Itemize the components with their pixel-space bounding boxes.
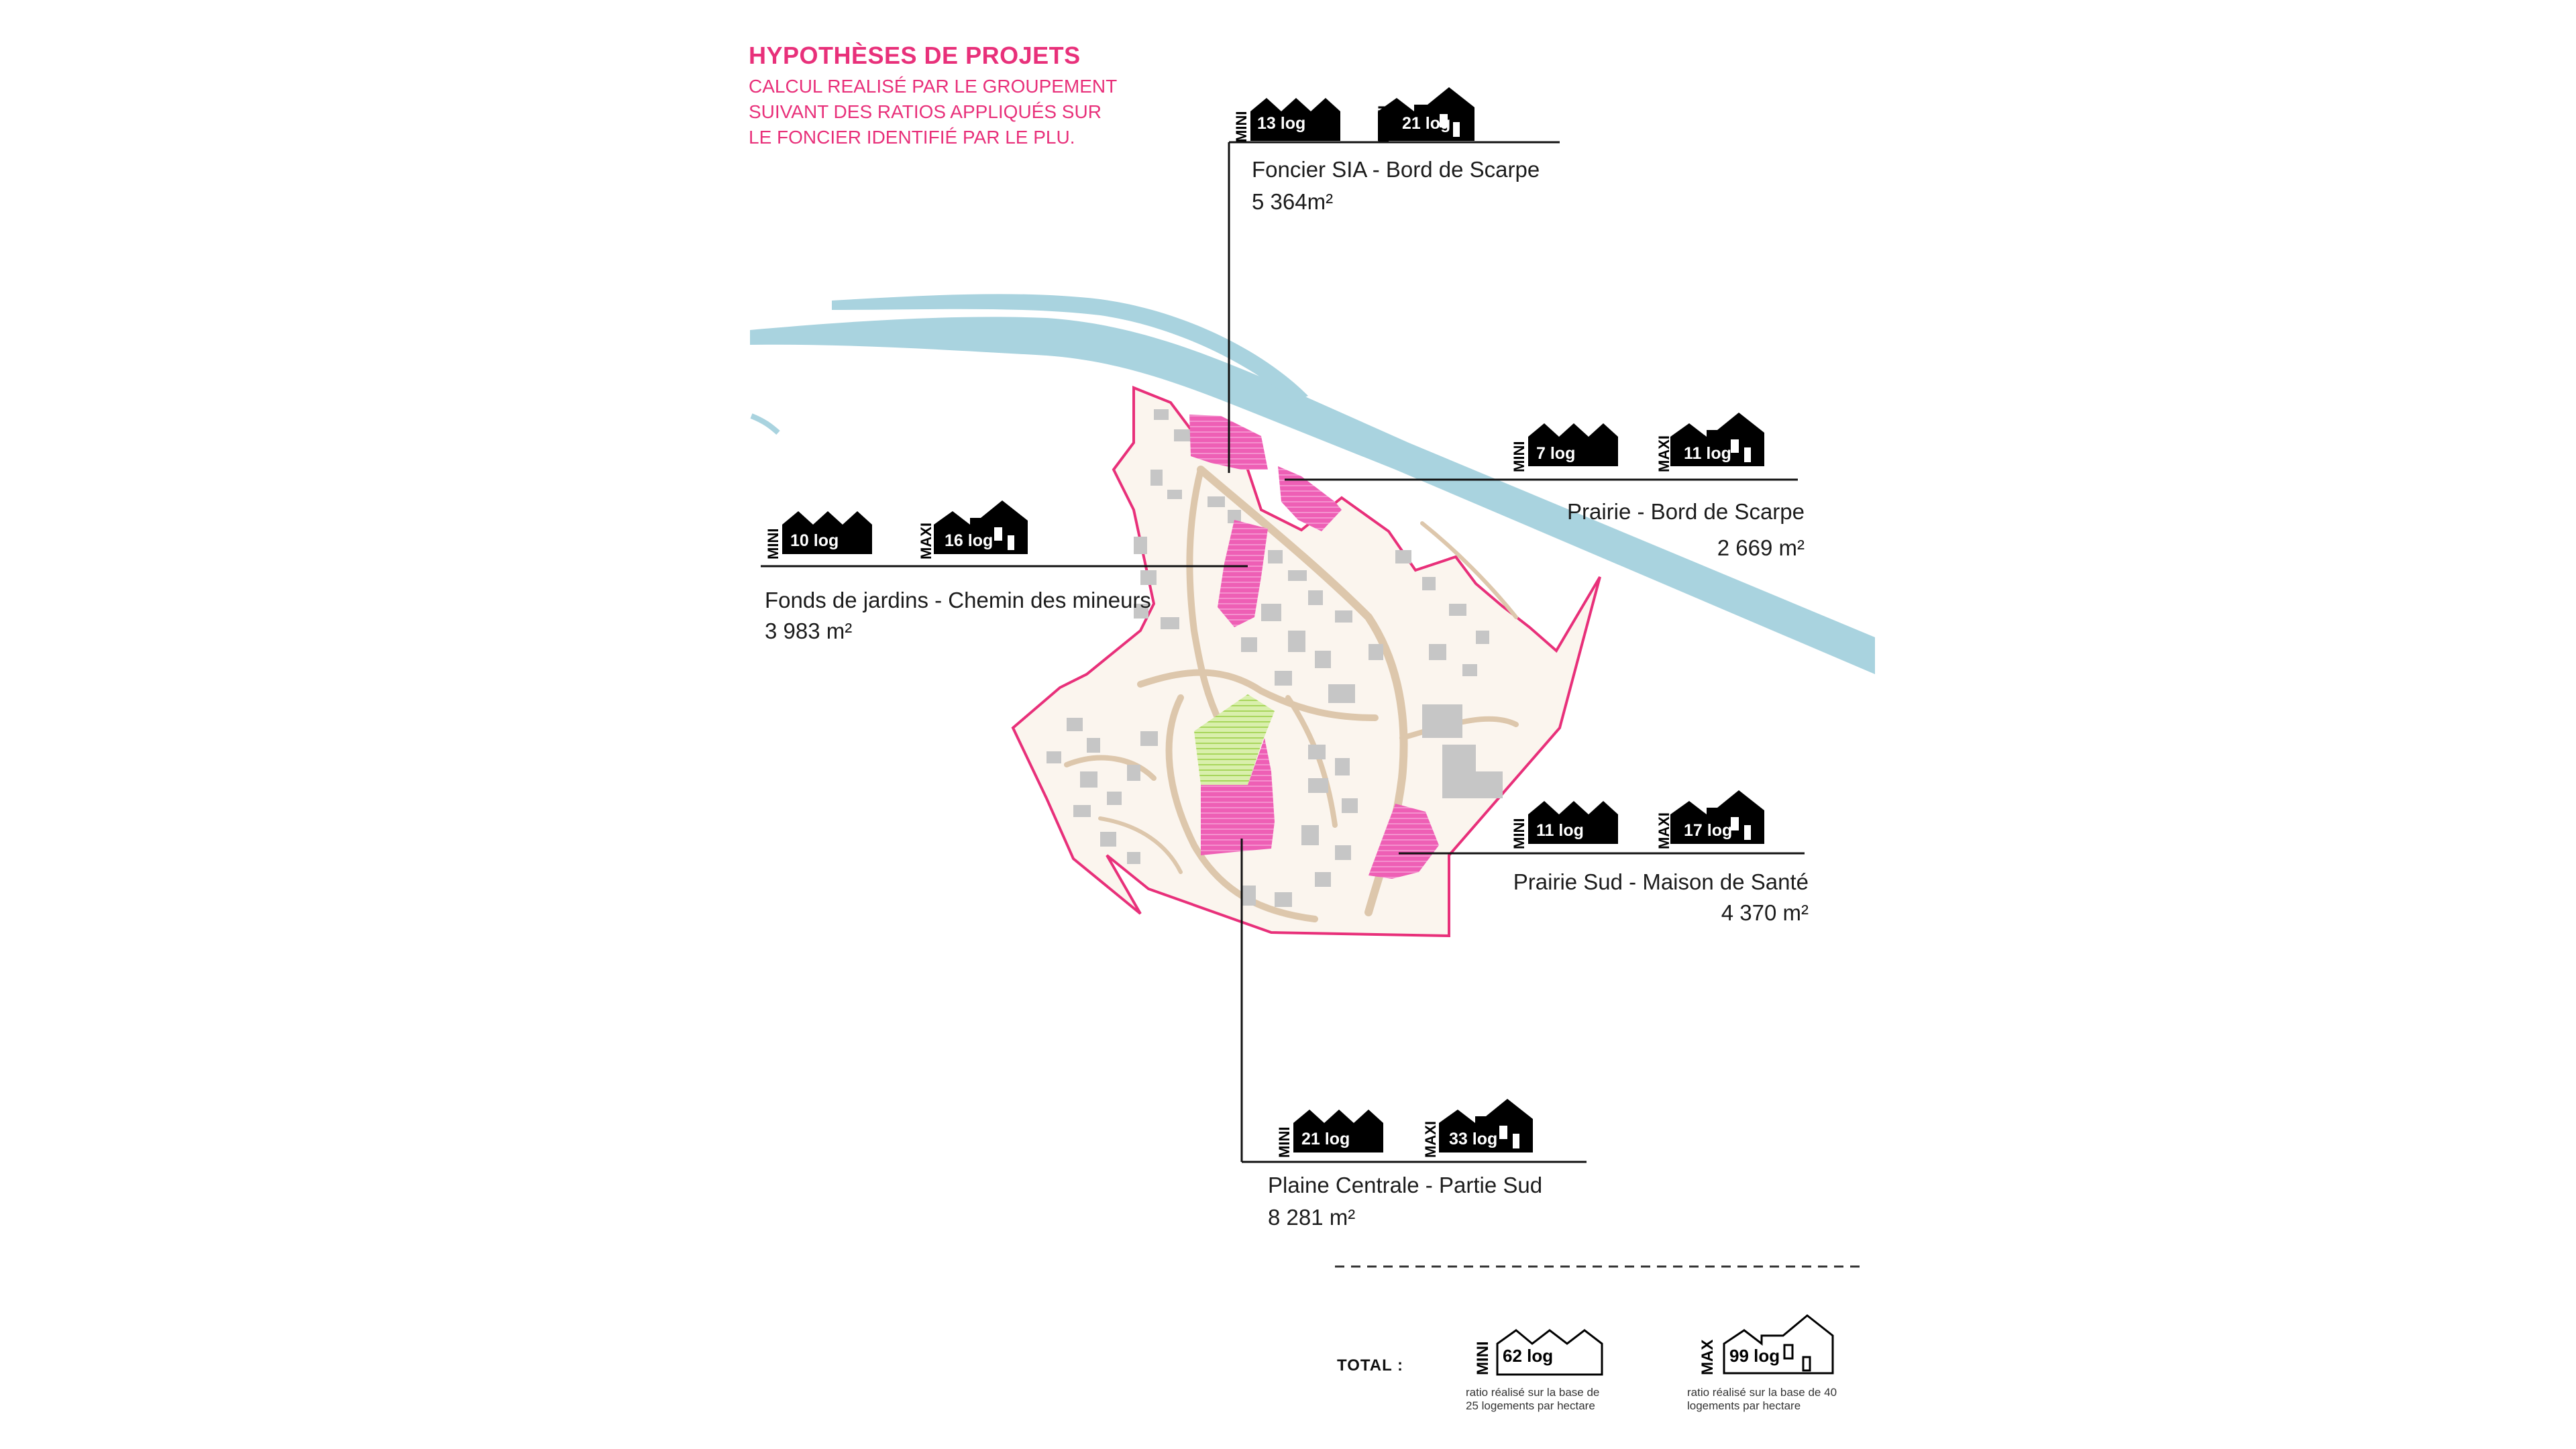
site-name-fonds-jardins: Fonds de jardins - Chemin des mineurs	[765, 588, 1151, 612]
total-mini-count: 62 log	[1503, 1346, 1553, 1366]
subtitle-line: SUIVANT DES RATIOS APPLIQUÉS SUR	[749, 101, 1102, 122]
roads	[1064, 466, 1519, 922]
badge-prairie-sud	[1528, 790, 1764, 844]
housing-badges	[782, 87, 1834, 1376]
maxi-label-fonds-jardins: MAXI	[918, 523, 934, 559]
maxi-count-prairie-sud: 17 log	[1684, 821, 1732, 840]
mini-count-prairie-bord: 7 log	[1536, 444, 1575, 463]
parcel-fonds-jardins	[1218, 520, 1268, 627]
total-maxi-icon	[1723, 1314, 1834, 1375]
badge-plaine-centrale	[1293, 1099, 1533, 1152]
total-maxi-label: MAX	[1699, 1340, 1717, 1375]
site-name-plaine-centrale: Plaine Centrale - Partie Sud	[1268, 1173, 1543, 1197]
site-name-prairie-bord: Prairie - Bord de Scarpe	[1567, 499, 1805, 524]
site-area-prairie-bord: 2 669 m²	[1717, 535, 1805, 560]
badge-foncier-sia	[1250, 87, 1474, 141]
badge-fonds-jardins	[782, 500, 1028, 554]
site-name-prairie-sud: Prairie Sud - Maison de Santé	[1513, 869, 1809, 894]
site-area-foncier-sia: 5 364m²	[1252, 189, 1334, 214]
study-area-boundary	[1011, 386, 1601, 938]
mini-label-prairie-sud: MINI	[1511, 818, 1527, 849]
maxi-count-fonds-jardins: 16 log	[945, 531, 993, 550]
page-subtitle: CALCUL REALISÉ PAR LE GROUPEMENT SUIVANT…	[749, 74, 1218, 150]
maxi-label-prairie-sud: MAXI	[1656, 812, 1672, 849]
total-maxi-note: ratio réalisé sur la base de 40 logement…	[1687, 1386, 1837, 1412]
site-area-plaine-centrale: 8 281 m²	[1268, 1205, 1356, 1230]
maxi-label-prairie-bord: MAXI	[1656, 435, 1672, 472]
parcel-plaine-centrale	[1201, 738, 1275, 855]
parcel-prairie-sud	[1368, 804, 1439, 879]
total-maxi-count: 99 log	[1729, 1346, 1780, 1366]
mini-label-fonds-jardins: MINI	[765, 529, 782, 559]
maxi-count-prairie-bord: 11 log	[1684, 444, 1731, 463]
buildings	[1046, 409, 1503, 907]
mini-count-fonds-jardins: 10 log	[790, 531, 839, 550]
mini-count-foncier-sia: 13 log	[1257, 114, 1305, 133]
total-mini-label: MINI	[1474, 1341, 1492, 1375]
subtitle-line: CALCUL REALISÉ PAR LE GROUPEMENT	[749, 76, 1118, 97]
mini-label-plaine-centrale: MINI	[1276, 1127, 1293, 1158]
subtitle-line: LE FONCIER IDENTIFIÉ PAR LE PLU.	[749, 127, 1075, 148]
project-parcels	[1189, 415, 1439, 879]
leader-lines	[761, 141, 1805, 1163]
river	[750, 294, 1875, 675]
site-area-fonds-jardins: 3 983 m²	[765, 619, 853, 643]
mini-label-prairie-bord: MINI	[1511, 441, 1527, 472]
mini-count-prairie-sud: 11 log	[1536, 821, 1584, 840]
maxi-count-foncier-sia: 21 log	[1402, 114, 1450, 133]
mini-count-plaine-centrale: 21 log	[1301, 1130, 1350, 1148]
total-mini-note: ratio réalisé sur la base de 25 logement…	[1466, 1386, 1600, 1412]
green-space	[1194, 694, 1275, 785]
site-area-prairie-sud: 4 370 m²	[1721, 900, 1809, 925]
maxi-label-foncier-sia: MAXI	[1375, 105, 1392, 142]
total-label: TOTAL :	[1337, 1356, 1403, 1375]
maxi-count-plaine-centrale: 33 log	[1449, 1130, 1497, 1148]
parcel-prairie-bord	[1278, 466, 1342, 531]
badge-prairie-bord	[1528, 413, 1764, 466]
maxi-label-plaine-centrale: MAXI	[1422, 1121, 1439, 1158]
site-name-foncier-sia: Foncier SIA - Bord de Scarpe	[1252, 157, 1540, 182]
page-title: HYPOTHÈSES DE PROJETS	[749, 42, 1081, 69]
mini-label-foncier-sia: MINI	[1233, 111, 1250, 142]
total-mini-icon	[1496, 1329, 1603, 1376]
